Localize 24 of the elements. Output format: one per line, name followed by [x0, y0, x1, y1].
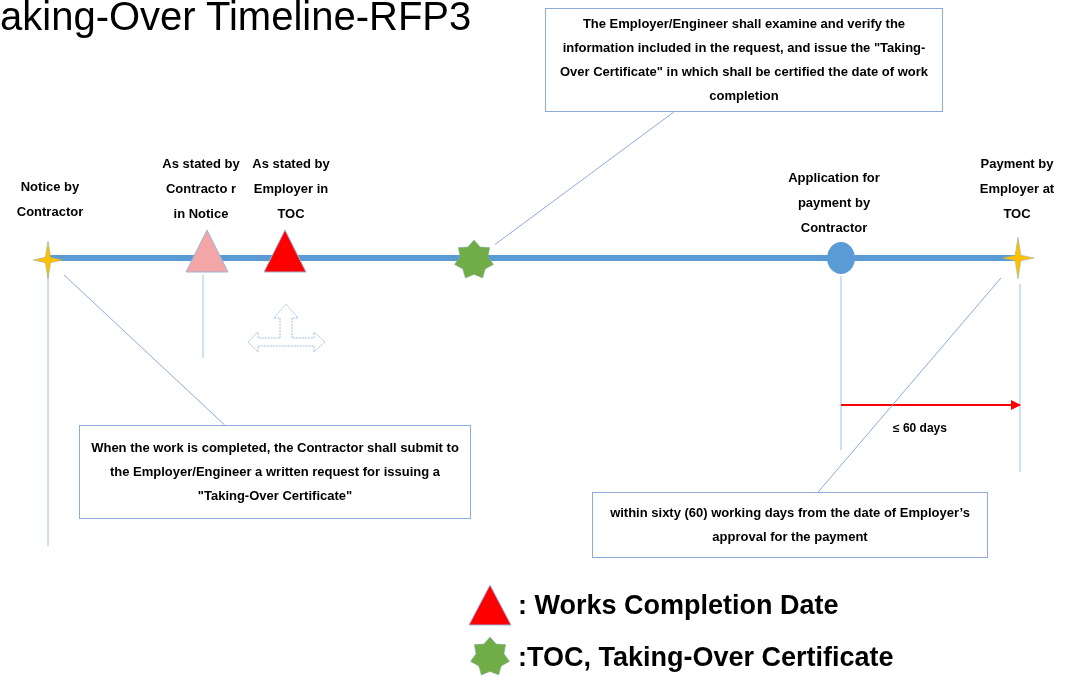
marker-label: As stated by Employer in TOC [251, 155, 331, 223]
triangle-marker [185, 229, 229, 273]
leader-line [494, 111, 675, 245]
note-text: The Employer/Engineer shall examine and verify the information included in the request, and issue the "Taking-Over Certificate" in which shall be certified the date of work completion [558, 15, 930, 105]
marker-label: Payment by Employer at TOC [978, 155, 1056, 223]
leader-line [63, 274, 226, 426]
marker-label: Application for payment by Contractor [787, 169, 881, 237]
title: aking-Over Timeline-RFP3 [0, 0, 472, 40]
legend-text: : Works Completion Date [518, 589, 839, 622]
star-marker [1001, 236, 1035, 280]
marker-label: Notice by Contractor [15, 178, 85, 221]
note-text: within sixty (60) working days from the date of Employer’s approval for the payment [609, 504, 971, 546]
note-box [79, 425, 471, 519]
leader-line [817, 277, 1002, 493]
triangle-marker [263, 229, 307, 273]
star-marker [32, 240, 64, 280]
note-text: When the work is completed, the Contractor shall submit to the Employer/Engineer a written request for issuing a "Taking-Over Certificate" [90, 439, 460, 505]
note-box [592, 492, 988, 558]
dimension-label: ≤ 60 days [892, 420, 948, 437]
note-box [545, 8, 943, 112]
circle-marker [826, 241, 856, 275]
marker-label: As stated by Contracto r in Notice [161, 155, 241, 223]
star-marker [453, 238, 495, 282]
legend-text: :TOC, Taking-Over Certificate [518, 641, 894, 674]
